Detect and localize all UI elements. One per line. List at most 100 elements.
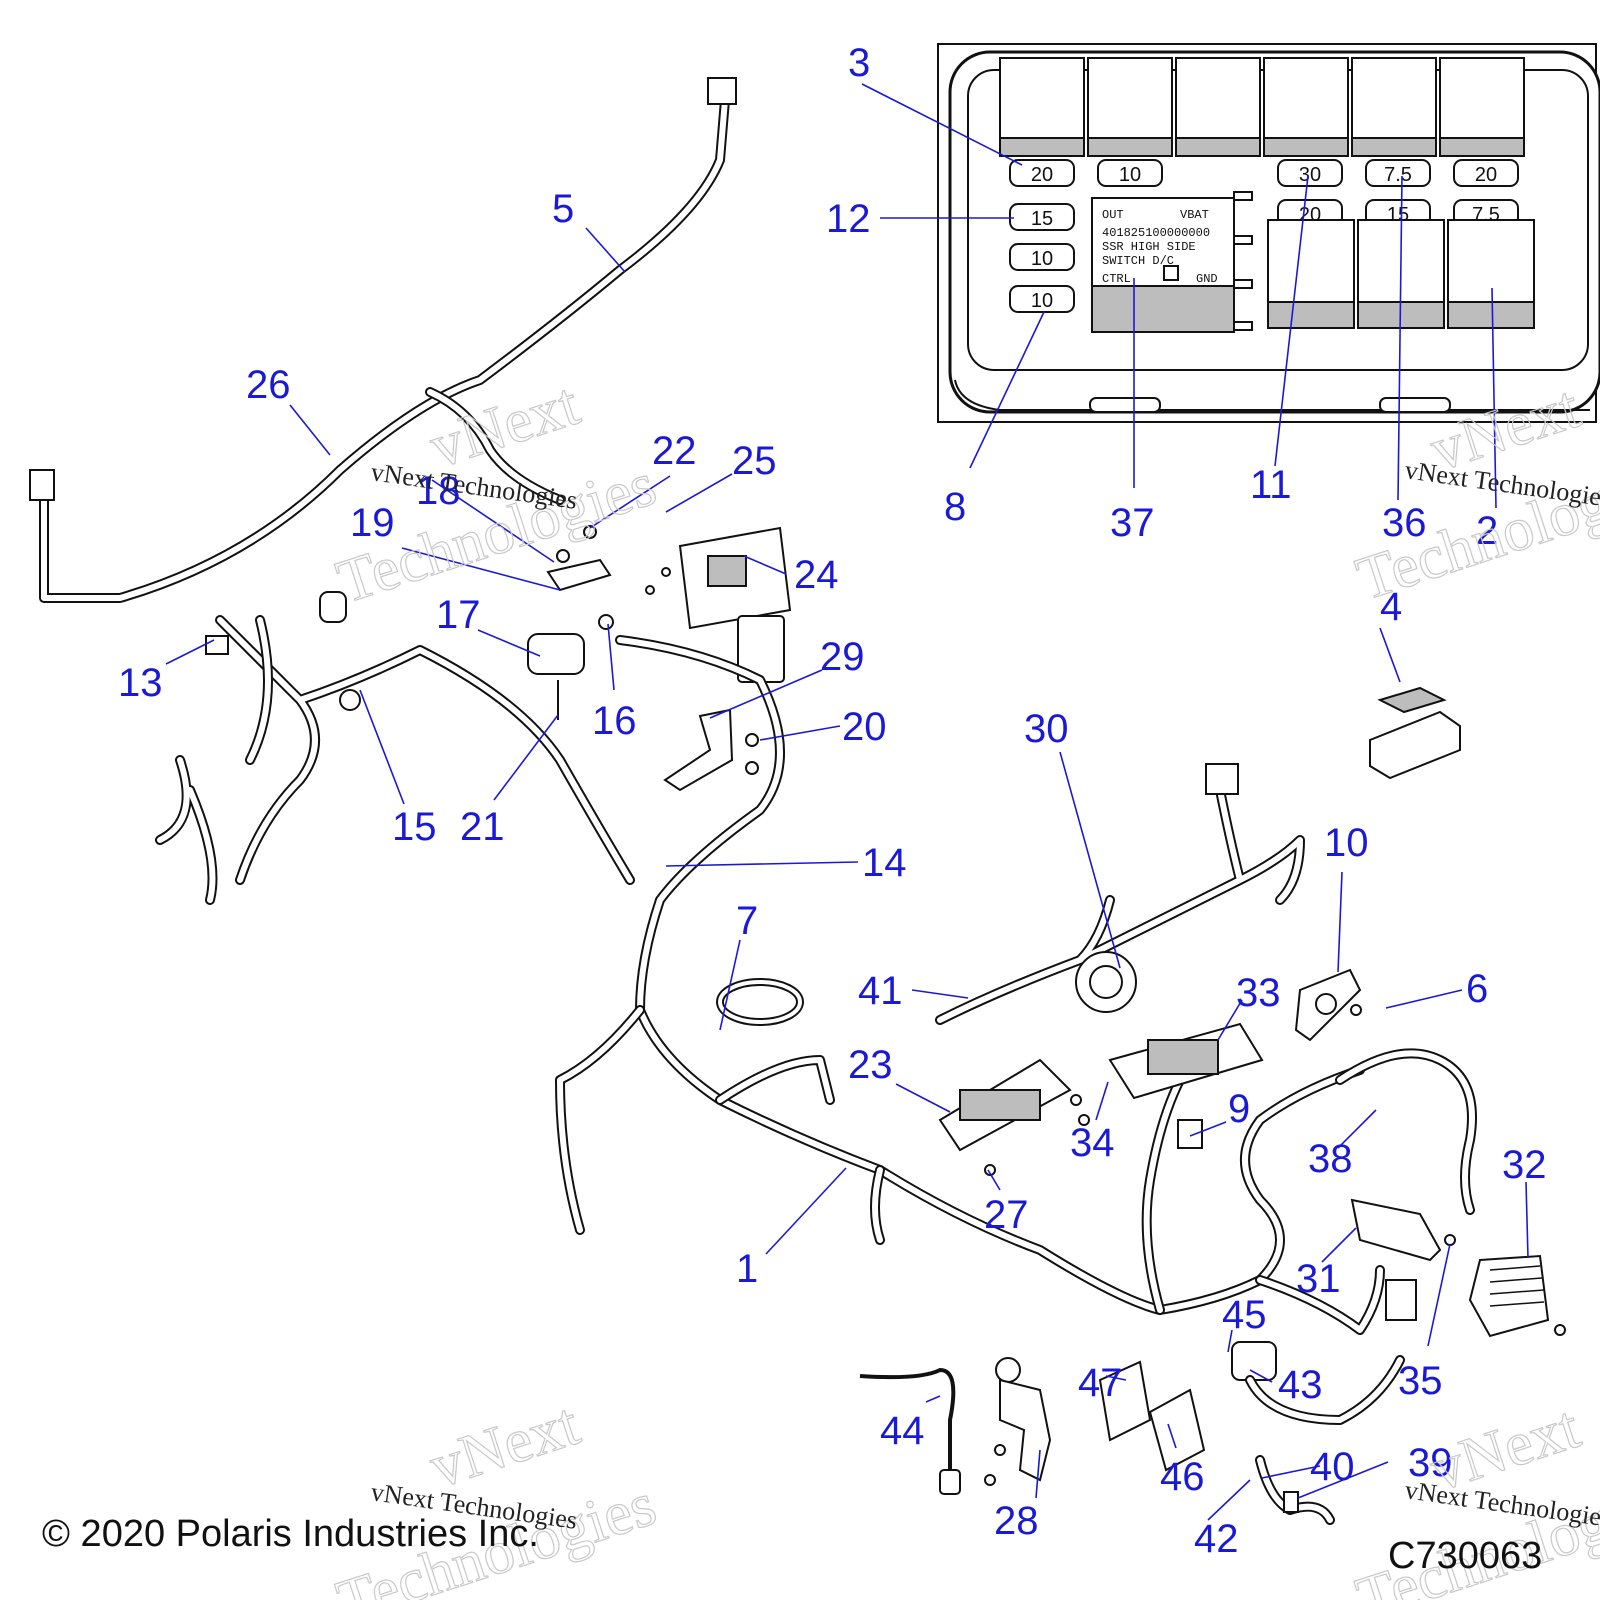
- callout-36: 36: [1382, 501, 1427, 545]
- fuse-block-33: [1108, 1022, 1264, 1149]
- fuse-left-2-value: 10: [1031, 248, 1053, 270]
- callout-45: 45: [1222, 1293, 1267, 1337]
- bracket-31: [1350, 1198, 1442, 1262]
- fuse-top-4-value: 7.5: [1384, 164, 1412, 186]
- harness-drawings: [29, 77, 1566, 1525]
- gasket-10: [1294, 968, 1362, 1042]
- callout-21: 21: [460, 805, 505, 849]
- callout-35: 35: [1398, 1359, 1443, 1403]
- ssr-line1: SSR HIGH SIDE: [1102, 240, 1196, 254]
- ssr-module: OUT VBAT 401825100000000 SSR HIGH SIDE S…: [1091, 197, 1235, 333]
- fuse-top-1: 20: [1009, 159, 1075, 187]
- ssr-vbat-label: VBAT: [1180, 208, 1209, 222]
- ssr-part-number: 401825100000000: [1102, 226, 1210, 240]
- regulator-32: [1468, 1254, 1550, 1338]
- watermark-brand-3: vNext: [422, 1390, 587, 1501]
- callout-26: 26: [246, 363, 291, 407]
- callout-20: 20: [842, 705, 887, 749]
- callout-10: 10: [1324, 821, 1369, 865]
- callout-34: 34: [1070, 1121, 1115, 1165]
- callout-43: 43: [1278, 1363, 1323, 1407]
- ssr-gnd-label: GND: [1196, 272, 1218, 286]
- fuse-top-5-value: 20: [1475, 164, 1497, 186]
- callout-46: 46: [1160, 1455, 1205, 1499]
- ssr-line2: SWITCH D/C: [1102, 254, 1174, 268]
- drawing-id: C730063: [1388, 1535, 1542, 1577]
- sensor-44: [859, 1367, 961, 1495]
- fuse-left-1-value: 15: [1031, 208, 1053, 230]
- long-harness: [29, 77, 737, 603]
- fasteners: [645, 567, 1566, 1486]
- fuse-left-3-value: 10: [1031, 290, 1053, 312]
- callout-39: 39: [1408, 1441, 1453, 1485]
- dash-harness: [935, 763, 1305, 1025]
- callout-6: 6: [1466, 967, 1488, 1011]
- callout-14: 14: [862, 841, 907, 885]
- ecu-module: [678, 526, 792, 683]
- callout-15: 15: [392, 805, 437, 849]
- fuse-box-slots: [1233, 191, 1253, 331]
- callout-44: 44: [880, 1409, 925, 1453]
- callout-4: 4: [1380, 585, 1402, 629]
- callout-2: 2: [1476, 509, 1498, 553]
- bracket-28: [995, 1357, 1052, 1482]
- fuse-top-4: 7.5: [1365, 159, 1431, 187]
- callout-8: 8: [944, 485, 966, 529]
- fuse-box-inset: 20 10 30 7.5 20 15 10 10: [937, 43, 1600, 423]
- fuse-left-2: 10: [1009, 243, 1075, 271]
- connector-43: [1231, 1279, 1417, 1425]
- callout-30: 30: [1024, 707, 1069, 751]
- callout-5: 5: [552, 187, 574, 231]
- callout-42: 42: [1194, 1517, 1239, 1561]
- callout-24: 24: [794, 553, 839, 597]
- main-harness: [555, 635, 1477, 1335]
- fuse-left-1: 15: [1009, 203, 1075, 231]
- callout-16: 16: [592, 699, 637, 743]
- fuse-top-5: 20: [1453, 159, 1519, 187]
- leader-lines: [165, 83, 1529, 1521]
- ssr-ctrl-label: CTRL: [1102, 272, 1131, 286]
- callout-28: 28: [994, 1499, 1039, 1543]
- callout-31: 31: [1296, 1257, 1341, 1301]
- callout-19: 19: [350, 501, 395, 545]
- callout-40: 40: [1310, 1445, 1355, 1489]
- module-4: [1369, 686, 1461, 780]
- callout-33: 33: [1236, 971, 1281, 1015]
- callout-38: 38: [1308, 1137, 1353, 1181]
- ssr-out-label: OUT: [1102, 208, 1124, 222]
- callout-29: 29: [820, 635, 865, 679]
- fuse-left-3: 10: [1009, 285, 1075, 313]
- callout-12: 12: [826, 197, 871, 241]
- fuse-top-3: 30: [1277, 159, 1343, 187]
- callout-labels: 1 2 3 4 5 6 7 8 9 10 11 12 13 14 15 16 1…: [118, 41, 1547, 1561]
- fuse-top-3-value: 30: [1299, 164, 1321, 186]
- callout-47: 47: [1078, 1361, 1123, 1405]
- callout-23: 23: [848, 1043, 893, 1087]
- fuse-top-1-value: 20: [1031, 164, 1053, 186]
- fuse-top-2: 10: [1097, 159, 1163, 187]
- bracket-29: [663, 708, 759, 792]
- callout-41: 41: [858, 969, 903, 1013]
- left-harness: [155, 591, 635, 905]
- small-harness-39-42: [1255, 1455, 1335, 1525]
- callout-11: 11: [1250, 463, 1292, 507]
- relay-bracket-group: [527, 525, 614, 720]
- callout-37: 37: [1110, 501, 1155, 545]
- plates-46-47: [1098, 1360, 1206, 1472]
- callout-3: 3: [848, 41, 870, 85]
- callout-13: 13: [118, 661, 163, 705]
- callout-1: 1: [736, 1247, 758, 1291]
- callout-22: 22: [652, 429, 697, 473]
- copyright-text: © 2020 Polaris Industries Inc.: [42, 1513, 539, 1555]
- callout-9: 9: [1228, 1087, 1250, 1131]
- callout-18: 18: [416, 469, 461, 513]
- callout-7: 7: [736, 899, 758, 943]
- callout-32: 32: [1502, 1143, 1547, 1187]
- switch-panel-23: [938, 1058, 1072, 1152]
- callout-27: 27: [984, 1193, 1029, 1237]
- watermarks: vNext Technologies vNext Technologies vN…: [329, 369, 1600, 1600]
- relay-row-top: [999, 57, 1525, 157]
- fuse-top-2-value: 10: [1119, 164, 1141, 186]
- callout-17: 17: [436, 593, 481, 637]
